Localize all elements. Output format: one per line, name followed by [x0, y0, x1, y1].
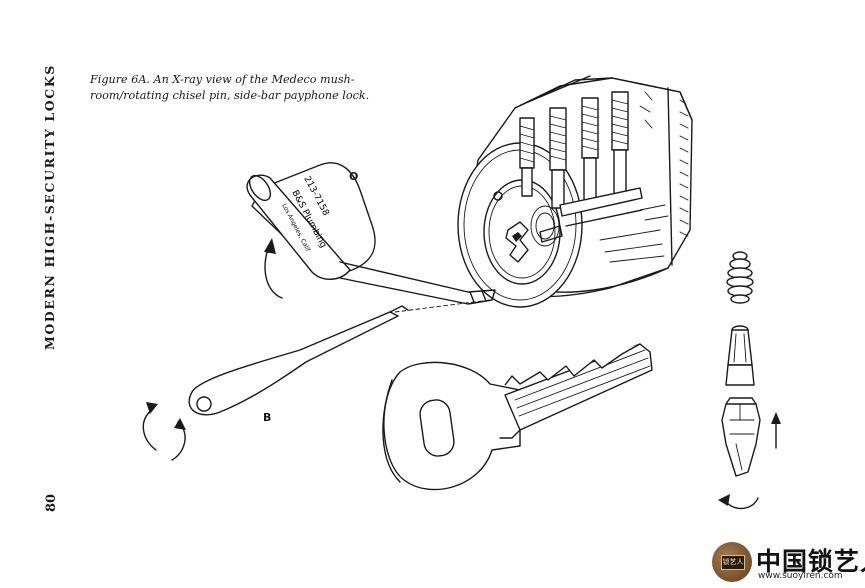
caption-line-2: room/rotating chisel pin, side-bar payph…: [90, 89, 370, 102]
rotate-arrow: [723, 497, 759, 510]
pin-stack-4: [611, 91, 629, 195]
lock-cylinder: [457, 75, 693, 308]
pin-stack-1: [519, 117, 535, 197]
bottom-pin: [721, 397, 761, 477]
lock-pick: [142, 305, 409, 461]
watermark-seal-icon: 锁艺人: [712, 542, 752, 582]
watermark-text: 中国锁艺人: [756, 547, 865, 576]
tension-tool: B&S Plumbing Los Angeles, Calif 213-7158: [246, 162, 496, 305]
label-b: B: [263, 411, 272, 424]
key: [382, 343, 653, 491]
watermark: 锁艺人 中国锁艺人 www.suoyiren.com: [712, 540, 865, 586]
spring: [726, 251, 754, 304]
pin-stack-3: [581, 97, 599, 203]
pin-stack-2: [549, 107, 567, 209]
exploded-pin: [718, 251, 781, 510]
alignment-dashes: [394, 299, 491, 313]
caption-line-1: Figure 6A. An X-ray view of the Medeco m…: [90, 73, 355, 86]
figure-caption: Figure 6A. An X-ray view of the Medeco m…: [90, 72, 370, 104]
watermark-seal-text: 锁艺人: [721, 555, 745, 570]
label-o: O: [349, 170, 359, 183]
driver-pin: [725, 325, 755, 386]
watermark-url: www.suoyiren.com: [758, 571, 843, 581]
